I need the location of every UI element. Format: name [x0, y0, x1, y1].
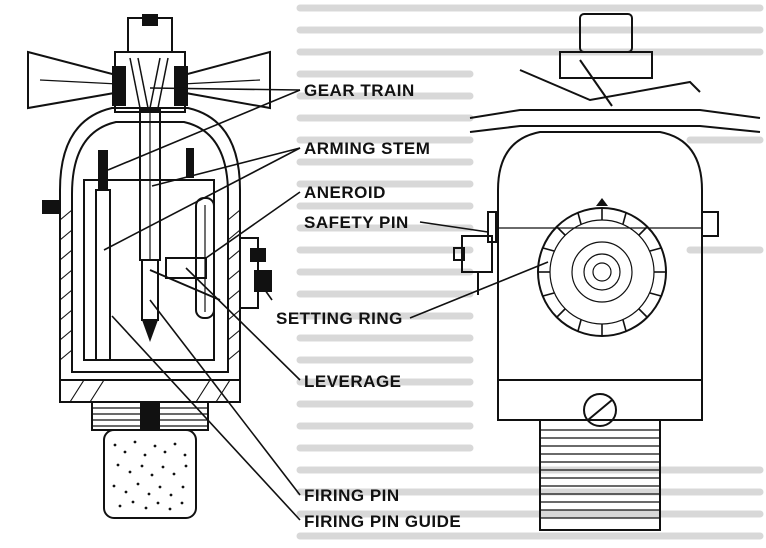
- leader-firing-pin: [149, 299, 301, 496]
- leader-setting-ring-2: [409, 261, 549, 319]
- label-arming-stem: ARMING STEM: [304, 139, 430, 158]
- leader-setting-ring: [257, 279, 273, 301]
- leader-lines: [103, 87, 549, 521]
- leader-firing-pin-guide: [111, 315, 301, 521]
- label-leverage: LEVERAGE: [304, 372, 402, 391]
- leader-gear-train-2: [107, 89, 301, 171]
- label-aneroid: ANEROID: [304, 183, 386, 202]
- setting-ring-dial: [537, 198, 667, 337]
- leader-safety-pin: [419, 221, 489, 233]
- label-gear-train: GEAR TRAIN: [304, 81, 415, 100]
- leader-gear-train: [149, 87, 301, 91]
- leader-leverage: [185, 267, 301, 381]
- label-setting-ring: SETTING RING: [276, 309, 403, 328]
- leader-arming-stem: [151, 147, 301, 187]
- label-safety-pin: SAFETY PIN: [304, 213, 409, 232]
- leader-aneroid: [205, 191, 301, 259]
- arming-vane: [27, 50, 271, 110]
- leader-arming-stem-2: [103, 147, 301, 251]
- label-firing-pin: FIRING PIN: [304, 486, 400, 505]
- exterior-fuze: [453, 13, 761, 531]
- label-firing-pin-guide: FIRING PIN GUIDE: [304, 512, 461, 531]
